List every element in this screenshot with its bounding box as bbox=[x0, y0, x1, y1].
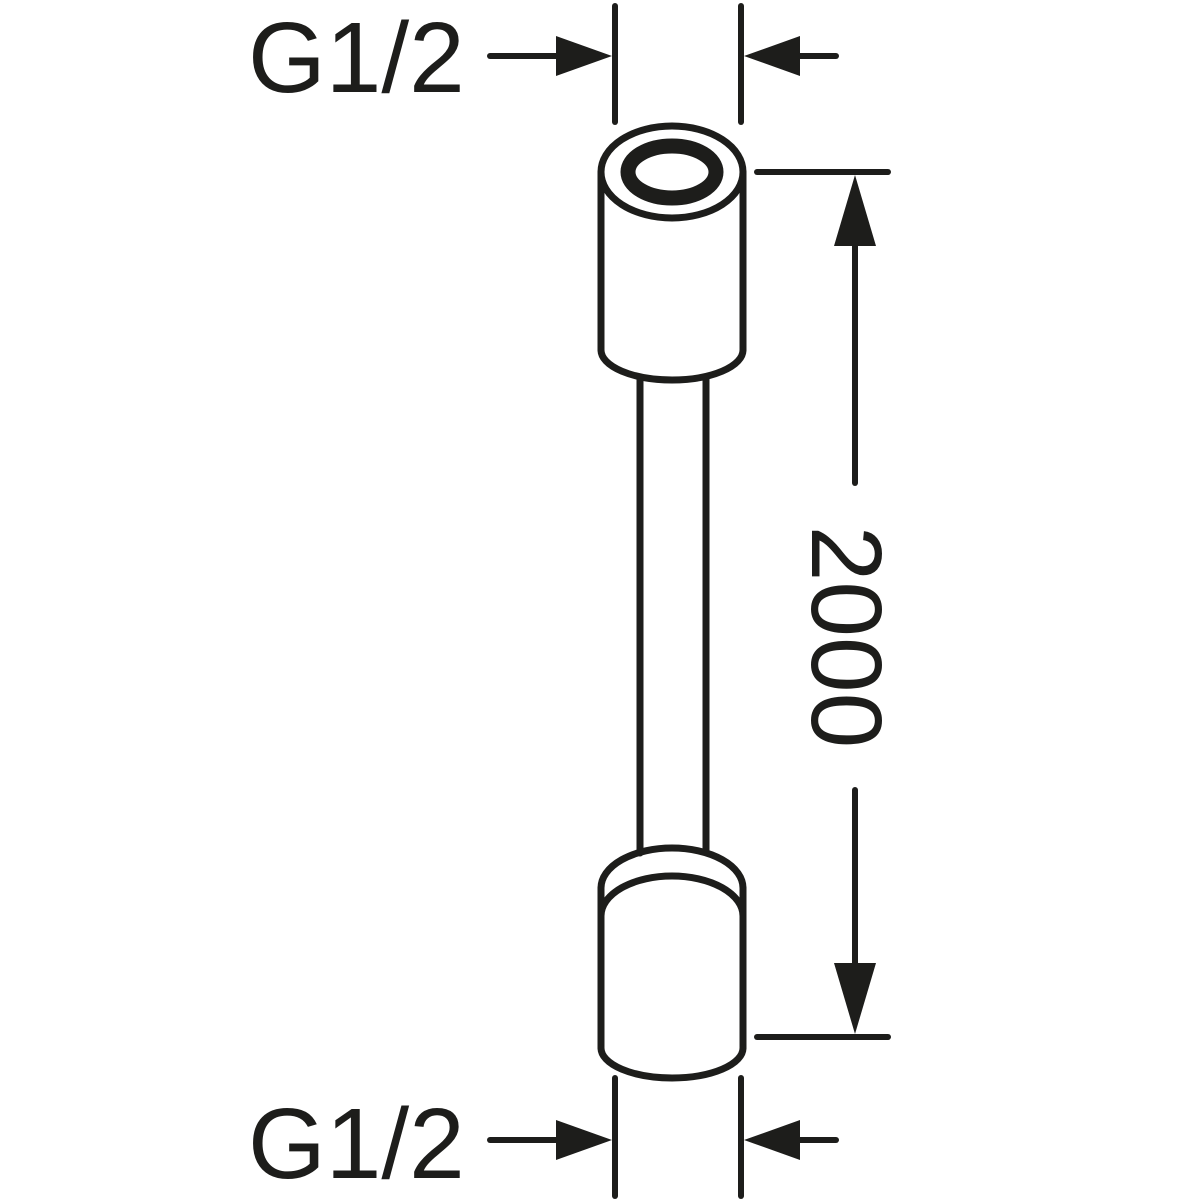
top-connector-opening bbox=[620, 138, 724, 206]
length-dimension bbox=[754, 169, 891, 1040]
bottom-connector-collar-edge bbox=[597, 872, 747, 920]
bottom-connector-bottom-edge bbox=[597, 1044, 747, 1082]
length-dim-arrow-up-icon bbox=[834, 175, 876, 246]
outline-layer bbox=[487, 3, 891, 1199]
arrowheads bbox=[556, 36, 876, 1160]
bottom-dim-arrow-left-icon bbox=[744, 1120, 800, 1160]
top-dim-arrow-left-icon bbox=[744, 36, 800, 76]
top-thread-label: G1/2 bbox=[248, 2, 465, 114]
top-connector-bottom-edge bbox=[597, 346, 747, 384]
hose-length-label: 2000 bbox=[790, 526, 902, 748]
top-connector-nut bbox=[597, 122, 747, 384]
dimension-labels: G1/2 2000 G1/2 bbox=[248, 2, 902, 1200]
bottom-connector-top-edge bbox=[597, 844, 747, 892]
bottom-connector-nut bbox=[597, 844, 747, 1082]
bottom-thread-label: G1/2 bbox=[248, 1088, 465, 1200]
length-dim-arrow-down-icon bbox=[834, 963, 876, 1034]
bottom-thread-dimension bbox=[487, 1075, 839, 1199]
top-thread-dimension bbox=[487, 3, 839, 125]
hose-tube bbox=[636, 373, 710, 857]
bottom-dim-arrow-right-icon bbox=[556, 1120, 612, 1160]
top-dim-arrow-right-icon bbox=[556, 36, 612, 76]
